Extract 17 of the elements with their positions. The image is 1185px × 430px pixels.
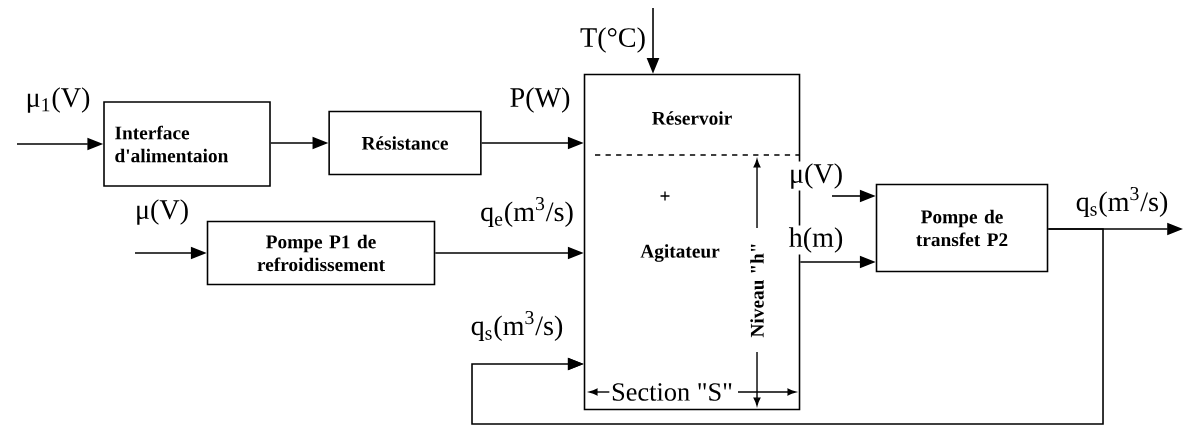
dimension-label: Section "S" — [609, 381, 735, 403]
process-box: Pompe de transfet P2 — [875, 183, 1049, 273]
edge-label: μ(V) — [133, 197, 191, 227]
edge-label: T(°C) — [578, 25, 648, 55]
dimension-label: Niveau "h" — [748, 240, 766, 340]
edge-label: q$_{e}$(m$^{3}$/s) — [478, 195, 576, 229]
edge-label: q$_{s}$(m$^{3}$/s) — [468, 309, 566, 343]
edge-label: P(W) — [507, 85, 573, 115]
process-box: Pompe P1 de refroidissement — [206, 220, 436, 286]
arrow — [471, 228, 1104, 425]
process-box: Interface d'alimentaion — [103, 101, 271, 187]
edge-label: μ$_{1}$(V) — [23, 85, 93, 115]
edge-label: q$_{s}$(m$^{3}$/s) — [1073, 185, 1171, 219]
edge-label: h(m) — [786, 225, 846, 255]
process-box: Résistance — [328, 110, 482, 176]
arrow — [567, 357, 584, 371]
edge-label: μ(V) — [787, 161, 845, 191]
